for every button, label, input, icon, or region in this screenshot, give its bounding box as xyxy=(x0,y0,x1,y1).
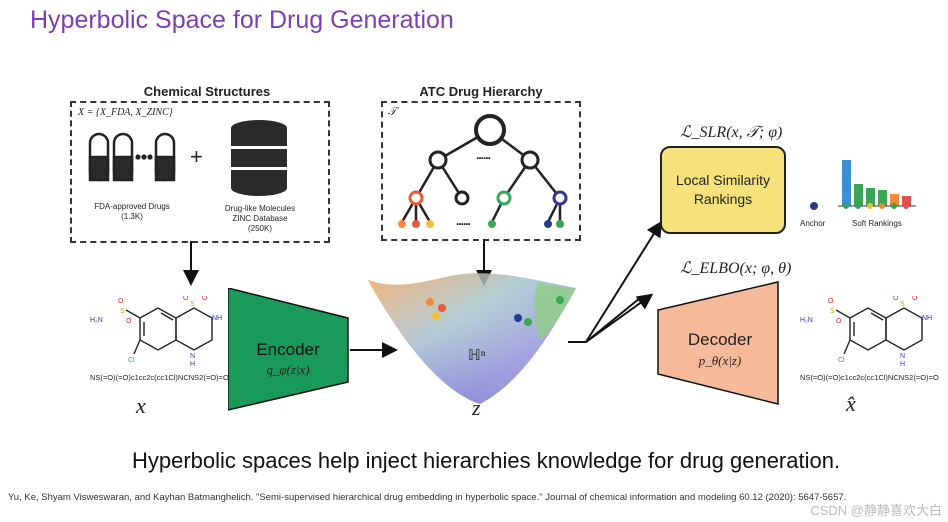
tree-ellipsis-bottom: ...... xyxy=(456,214,471,228)
arrow-latent-to-ranking xyxy=(585,220,663,343)
citation: Yu, Ke, Shyam Visweswaran, and Kayhan Ba… xyxy=(8,492,847,503)
atom-label: O xyxy=(893,296,899,302)
tree-leaf xyxy=(488,220,496,228)
atom-label: H₂N xyxy=(800,317,813,324)
tree-leaf xyxy=(412,220,420,228)
atom-label: O xyxy=(828,298,834,305)
atom-label: O xyxy=(836,318,842,325)
atom-label: H xyxy=(900,361,905,368)
zinc-count: (250K) xyxy=(247,224,272,233)
atom-label: Cl xyxy=(128,357,135,364)
database-icon xyxy=(231,120,287,196)
decoder-label: Decoder xyxy=(687,330,753,349)
ranking-bar xyxy=(890,194,899,206)
input-molecule-structure: H₂N S O O S O O NH N H Cl xyxy=(90,296,222,368)
zinc-label-1: Drug-like Molecules xyxy=(224,204,296,213)
zinc-label-2: ZINC Database xyxy=(232,214,288,223)
encoder-trapezoid xyxy=(228,288,349,411)
arrow-latent-to-decoder xyxy=(585,293,654,343)
embedding-point xyxy=(426,298,434,306)
atom-label: S xyxy=(900,301,905,308)
anchor-point xyxy=(810,202,818,210)
atom-label: S xyxy=(830,308,835,315)
encoder-label: Encoder xyxy=(256,340,320,359)
atom-label: S xyxy=(190,301,195,308)
output-smiles: NS(=O)(=O)c1cc2c(cc1Cl)NCNS2(=O)=O xyxy=(800,373,939,382)
atom-label: O xyxy=(912,296,918,302)
tree-node xyxy=(454,190,470,206)
embedding-point xyxy=(514,314,522,322)
atom-label: H xyxy=(190,361,195,368)
tree-node xyxy=(520,150,540,170)
atom-label: NH xyxy=(212,315,222,322)
csdn-watermark: CSDN @静静喜欢大白 xyxy=(810,503,942,518)
ranking-bar xyxy=(866,188,875,206)
elbo-loss: ℒ_ELBO(x; φ, θ) xyxy=(680,260,792,277)
tree-node xyxy=(408,190,424,206)
chemical-formula: X = {X_FDA, X_ZINC} xyxy=(78,107,173,118)
hierarchy-tree-diagram xyxy=(398,114,568,228)
embedding-point xyxy=(524,318,532,326)
plus-sign: + xyxy=(190,144,203,169)
atom-label: H₂N xyxy=(90,317,103,324)
tree-root-node xyxy=(474,114,506,146)
tree-leaf xyxy=(556,220,564,228)
ranking-box xyxy=(660,146,786,234)
embedding-point xyxy=(556,296,564,304)
tree-node xyxy=(496,190,512,206)
ranking-bar xyxy=(902,196,911,206)
atc-panel-title: ATC Drug Hierarchy xyxy=(419,84,543,99)
anchor-label: Anchor xyxy=(800,219,826,228)
atom-label: N xyxy=(900,353,905,360)
atom-label: N xyxy=(190,353,195,360)
tree-leaf xyxy=(426,220,434,228)
input-label: x xyxy=(136,393,146,418)
chemical-panel-title: Chemical Structures xyxy=(143,84,271,99)
atom-label: O xyxy=(202,296,208,302)
tree-node xyxy=(552,190,568,206)
soft-rankings-label: Soft Rankings xyxy=(852,219,902,228)
atom-label: O xyxy=(183,296,189,302)
decoder-trapezoid xyxy=(657,281,779,405)
ranking-bar xyxy=(842,160,851,206)
hyperbolic-symbol: ℍⁿ xyxy=(468,348,486,364)
atom-label: S xyxy=(120,308,125,315)
tree-node xyxy=(428,150,448,170)
fda-label: FDA-approved Drugs xyxy=(94,202,170,211)
slide-title: Hyperbolic Space for Drug Generation xyxy=(30,6,454,34)
atom-label: O xyxy=(126,318,132,325)
tree-symbol: 𝒯 xyxy=(388,106,397,118)
output-label: x̂ xyxy=(846,391,856,416)
ranking-label-1: Local Similarity xyxy=(675,172,771,188)
embedding-point xyxy=(432,312,440,320)
ranking-bar xyxy=(854,184,863,206)
fda-count: (1.3K) xyxy=(121,212,143,221)
atc-hierarchy-box xyxy=(381,101,581,241)
soft-rankings-chart xyxy=(810,160,916,210)
tree-leaf xyxy=(544,220,552,228)
ranking-bar xyxy=(878,190,887,206)
ranking-label-2: Rankings xyxy=(693,191,753,207)
atom-label: Cl xyxy=(838,357,845,364)
hyperbolic-surface xyxy=(368,273,576,404)
input-smiles: NS(=O)(=O)c1cc2c(cc1Cl)NCNS2(=O)=O xyxy=(90,373,229,382)
pills-icon xyxy=(88,132,176,182)
output-molecule-structure: H₂N S O O S O O NH N H Cl xyxy=(800,296,932,368)
embedding-point xyxy=(438,304,446,312)
atom-label: NH xyxy=(922,315,932,322)
latent-label: z xyxy=(472,395,481,420)
decoder-formula: p_θ(x|z) xyxy=(698,353,742,368)
chemical-structures-box xyxy=(70,101,330,243)
slr-loss: ℒ_SLR(x, 𝒯; φ) xyxy=(680,124,783,141)
tree-leaf xyxy=(398,220,406,228)
tagline: Hyperbolic spaces help inject hierarchie… xyxy=(132,448,841,473)
tree-ellipsis-top: ...... xyxy=(476,148,491,162)
atom-label: O xyxy=(118,298,124,305)
encoder-formula: q_φ(z|x) xyxy=(266,362,310,377)
